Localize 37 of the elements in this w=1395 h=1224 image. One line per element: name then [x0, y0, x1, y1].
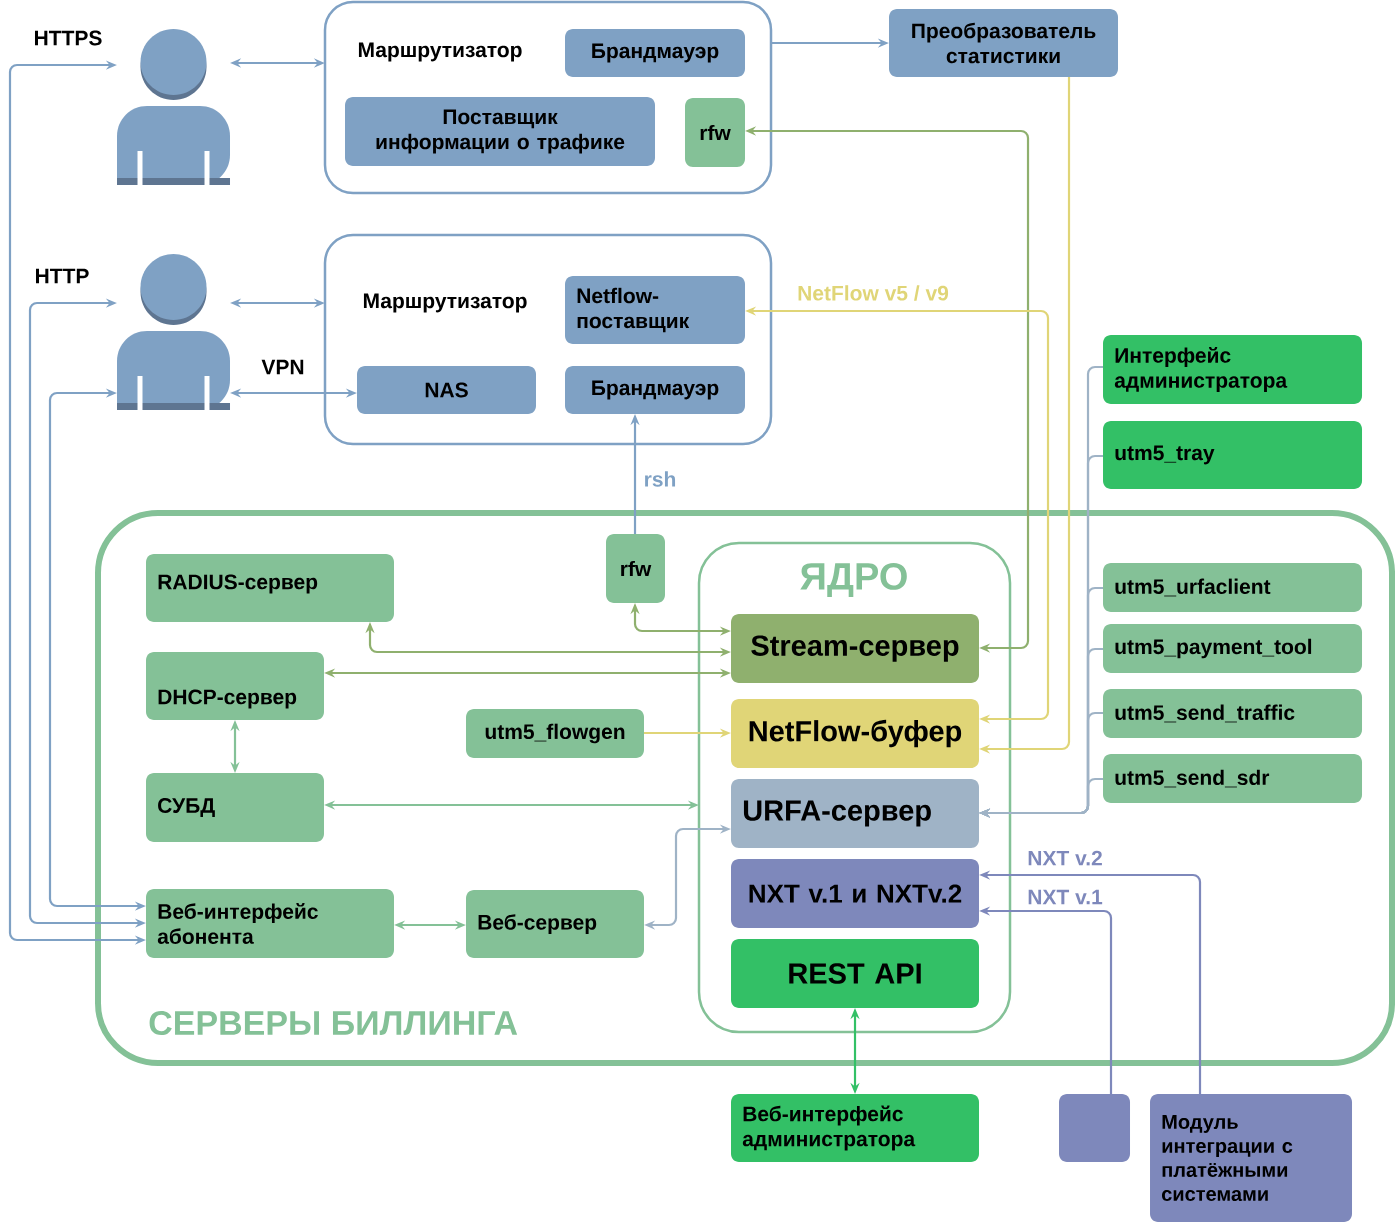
client-box: utm5_tray	[1103, 421, 1362, 489]
utility-box: utm5_urfaclient	[1103, 563, 1362, 612]
admin-web-box: Веб-интерфейс администратора	[731, 1094, 979, 1162]
edge-label: VPN	[260, 358, 306, 376]
core-module-box: URFA-сервер	[731, 779, 979, 848]
core-module-box: NXT v.1 и NXTv.2	[731, 859, 979, 928]
person-icon	[117, 29, 230, 185]
module-box: Модуль интеграции с платёжными системами	[1150, 1094, 1352, 1222]
nas-box: NAS	[357, 366, 536, 414]
edge-label: NXT v.1	[1026, 888, 1104, 906]
core-module-box: Stream-сервер	[731, 614, 979, 683]
rfw-box: rfw	[606, 534, 665, 603]
server-box: Веб-сервер	[466, 890, 644, 958]
core-module-box: NetFlow-буфер	[731, 699, 979, 768]
person-icon	[117, 254, 230, 410]
server-box: DHCP-сервер	[146, 652, 324, 720]
client-box: Интерфейс администратора	[1103, 335, 1362, 404]
firewall-box: Брандмауэр	[565, 29, 745, 77]
server-box: СУБД	[146, 773, 324, 842]
server-box: RADIUS-сервер	[146, 554, 394, 622]
module-box	[1059, 1094, 1130, 1162]
core-module-box: REST API	[731, 939, 979, 1008]
edge-label: NetFlow v5 / v9	[796, 284, 950, 302]
server-box: Веб-интерфейс абонента	[146, 889, 394, 958]
utility-box: utm5_send_traffic	[1103, 689, 1362, 738]
edge-label: HTTP	[33, 267, 91, 285]
edge-label: rsh	[642, 470, 678, 488]
provider-box: Поставщик информации о трафике	[345, 97, 655, 166]
firewall-box: Брандмауэр	[565, 366, 745, 414]
converter-box: Преобразователь статистики	[889, 9, 1118, 77]
utility-box: utm5_flowgen	[466, 709, 644, 758]
edge-label: HTTPS	[32, 29, 104, 47]
rfw-box: rfw	[685, 98, 745, 167]
utility-box: utm5_send_sdr	[1103, 754, 1362, 803]
utility-box: utm5_payment_tool	[1103, 624, 1362, 673]
edge-label: NXT v.2	[1026, 849, 1104, 867]
provider-box: Netflow- поставщик	[565, 276, 745, 344]
